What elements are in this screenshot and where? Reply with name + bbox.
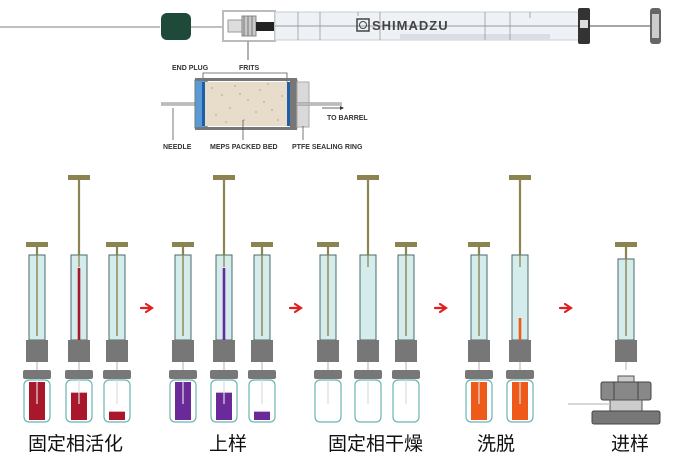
packed-bed-particles [211,83,283,123]
vial-cap [248,370,276,379]
vial-cap [354,370,382,379]
syringe-hub [172,340,194,362]
vial-cap [392,370,420,379]
right-arrow-icon [288,302,303,314]
plunger-handle [68,175,90,180]
step-label-elution: 洗脱 [477,433,515,455]
syringe-hub [317,340,339,362]
frits-label: FRITS [239,65,260,72]
vial-liquid [71,392,87,420]
plunger-handle [106,242,128,247]
plunger-handle [26,242,48,247]
end-plug-label: END PLUG [172,65,209,72]
step-label-injection: 进样 [611,433,649,455]
plunger-handle [468,242,490,247]
vial-cap [314,370,342,379]
meps-syringe: SHIMADZU [0,8,661,60]
packed-bed [205,82,287,126]
step-label-drying: 固定相干燥 [328,433,423,455]
vial-cap [23,370,51,379]
vial-liquid [216,392,232,420]
syringe-cap [161,13,191,40]
barrel-liquid [518,318,522,340]
to-barrel-label: TO BARREL [327,115,368,122]
injector-base [591,410,661,425]
syringe-barrel [359,254,377,341]
vial-cap [210,370,238,379]
vial-cap [465,370,493,379]
step-label-loading: 上样 [209,433,247,455]
plunger-handle [317,242,339,247]
vial-liquid [109,411,125,420]
right-arrow-icon [139,302,154,314]
syringe-hub [509,340,531,362]
process-steps [23,175,661,425]
right-arrow-icon [558,302,573,314]
vial-liquid [254,411,270,420]
brand-label: SHIMADZU [372,18,449,33]
frit-left [202,82,205,126]
right-arrow-icon [433,302,448,314]
to-barrel-arrow-icon [340,106,344,110]
frit-right [287,82,290,126]
injector-body [609,399,643,412]
syringe-hub [395,340,417,362]
barrel-liquid [222,268,226,340]
cartridge-detail: END PLUG FRITS TO BARREL NEEDLE MEPS PAC… [161,65,368,151]
injector-nut [600,381,652,401]
plunger-handle [357,175,379,180]
plunger-handle [615,242,637,247]
syringe-hub [213,340,235,362]
syringe-hub [251,340,273,362]
packed-bed-label: MEPS PACKED BED [210,144,278,151]
vial-cap [506,370,534,379]
syringe-hub [106,340,128,362]
shimadzu-logo-icon [356,18,370,32]
plunger-handle [251,242,273,247]
sealing-ring-label: PTFE SEALING RING [292,144,363,151]
needle-label: NEEDLE [163,144,192,151]
plunger-handle [509,175,531,180]
syringe-hub [357,340,379,362]
syringe-hub [26,340,48,362]
syringe-hub [468,340,490,362]
syringe-hub [615,340,637,362]
syringe-hub [68,340,90,362]
plunger-handle [213,175,235,180]
vial-cap [103,370,131,379]
plunger-handle [172,242,194,247]
vial-cap [65,370,93,379]
plunger-handle [395,242,417,247]
step-label-activation: 固定相活化 [28,433,123,455]
vial-cap [169,370,197,379]
barrel-liquid [77,268,81,340]
